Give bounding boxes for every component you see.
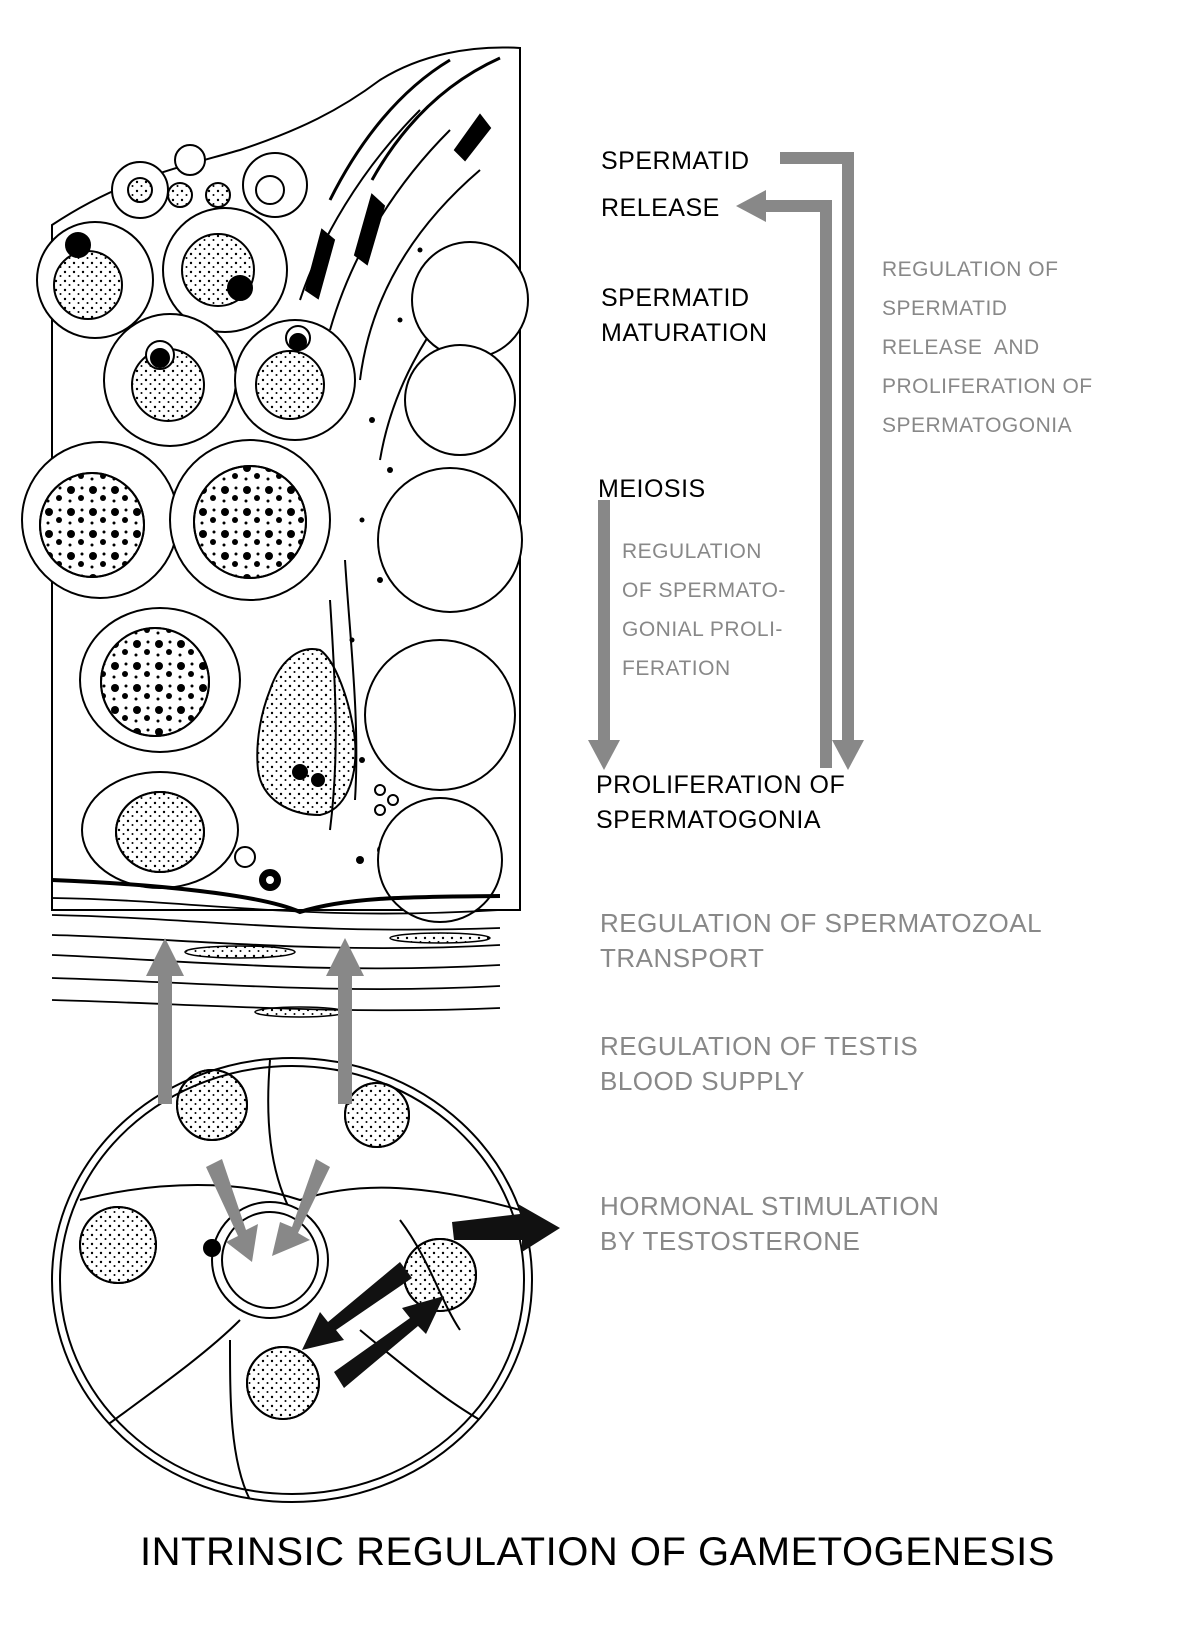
vessel-arrow-right bbox=[272, 1159, 330, 1256]
proliferation-up-arrow-shaft bbox=[820, 200, 832, 768]
feedback-arrows bbox=[146, 152, 864, 1262]
transport-arrow-left-shaft bbox=[158, 972, 172, 1104]
vessel-arrow-left bbox=[206, 1159, 258, 1262]
proliferation-label: PROLIFERATION OF SPERMATOGONIA bbox=[596, 771, 846, 834]
leydig-arrow-down bbox=[302, 1262, 412, 1350]
proliferation-up-arrow-top bbox=[762, 200, 832, 212]
regulation-blood-supply-label: REGULATION OF TESTIS BLOOD SUPPLY bbox=[600, 1031, 919, 1096]
regulation-spermatozoal-transport-label: REGULATION OF SPERMATOZOAL TRANSPORT bbox=[600, 908, 1043, 973]
meiosis-label: MEIOSIS bbox=[598, 475, 706, 503]
seminiferous-epithelium-drawing bbox=[21, 46, 529, 923]
regulation-spermatogonial-proliferation-label: REGULATION OF SPERMATO- GONIAL PROLI- FE… bbox=[622, 540, 786, 680]
spermatid-release-label: SPERMATID RELEASE bbox=[601, 147, 750, 222]
hormonal-stimulation-label: HORMONAL STIMULATION BY TESTOSTERONE bbox=[600, 1191, 940, 1256]
meiosis-down-arrow-head bbox=[588, 740, 620, 770]
release-down-arrow-top bbox=[780, 152, 854, 164]
transport-arrow-left-head bbox=[146, 938, 184, 976]
meiosis-down-arrow-shaft bbox=[598, 500, 610, 742]
spermatid-maturation-label: SPERMATID MATURATION bbox=[601, 284, 768, 347]
peritubular-layer-drawing bbox=[51, 878, 501, 1018]
figure-title: INTRINSIC REGULATION OF GAMETOGENESIS bbox=[140, 1530, 1055, 1574]
interstitial-tissue-drawing bbox=[51, 1057, 533, 1503]
release-down-arrow-shaft bbox=[842, 152, 854, 742]
release-down-arrow-head bbox=[832, 740, 864, 770]
leydig-arrow-up bbox=[334, 1296, 444, 1388]
transport-arrow-right-head bbox=[326, 938, 364, 976]
proliferation-up-arrow-head bbox=[736, 190, 766, 222]
hormone-arrows bbox=[302, 1204, 560, 1388]
testosterone-arrow-out bbox=[452, 1204, 560, 1252]
regulation-release-proliferation-label: REGULATION OF SPERMATID RELEASE AND PROL… bbox=[882, 258, 1093, 437]
transport-arrow-right-shaft bbox=[338, 972, 352, 1104]
